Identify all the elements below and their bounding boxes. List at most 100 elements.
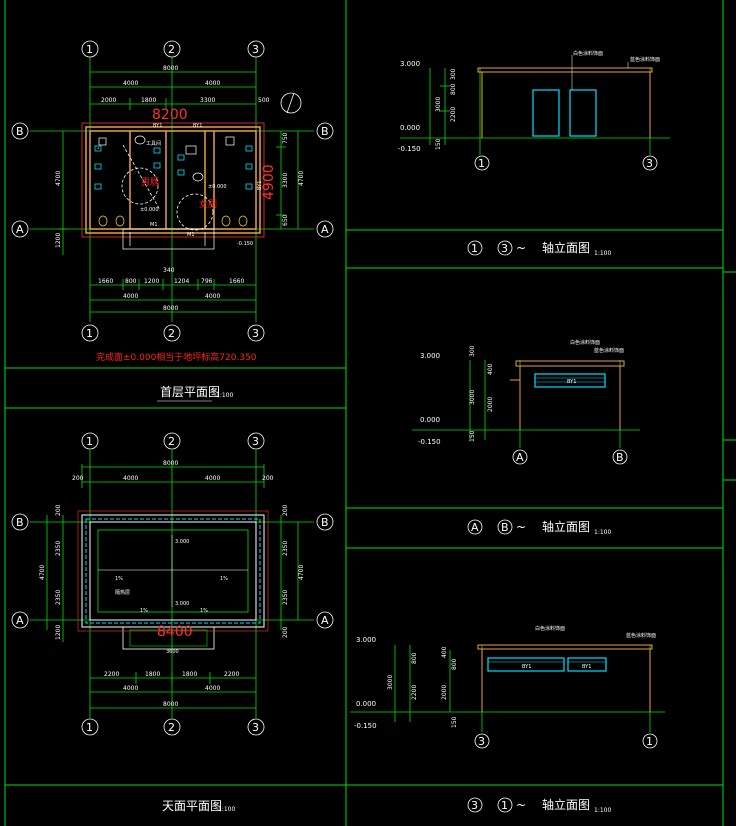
ground-floor-plan: 1 2 3 1 2 3 B A B A bbox=[11, 40, 334, 402]
e3-window-1: BY1 bbox=[522, 664, 531, 670]
roof-dim-200a: 200 bbox=[72, 475, 84, 482]
roof-slope-4: 1% bbox=[200, 608, 208, 614]
gf-room2: 女厕 bbox=[199, 198, 217, 210]
roof-title: 天面平面图 bbox=[162, 799, 222, 813]
e1-dim-150: 150 bbox=[435, 138, 442, 150]
e1-note2: 蓝色涂料饰面 bbox=[630, 56, 660, 63]
axis-A-left: A bbox=[16, 223, 24, 236]
e2-window: BY1 bbox=[567, 379, 576, 385]
roof-label: 隔热层 bbox=[115, 589, 130, 596]
e2-lvl-m015: -0.150 bbox=[418, 438, 441, 446]
e3-dim-3000: 3000 bbox=[387, 675, 394, 690]
roof-axis-A-left: A bbox=[16, 614, 24, 627]
e2-title-sep: ~ bbox=[516, 520, 526, 534]
roof-dim-8000: 8000 bbox=[163, 460, 178, 467]
gf-dim-b4000b: 4000 bbox=[205, 293, 220, 300]
roof-axis-2-top: 2 bbox=[168, 435, 175, 448]
gf-dim-4000a: 4000 bbox=[123, 80, 138, 87]
e1-note1: 白色涂料饰面 bbox=[573, 50, 603, 57]
gf-dim-796: 796 bbox=[201, 278, 213, 285]
roof-axis-A-right: A bbox=[321, 614, 329, 627]
roof-dim-4000a: 4000 bbox=[123, 475, 138, 482]
e1-dim-2200: 2200 bbox=[450, 107, 457, 122]
e2-lvl-3000: 3.000 bbox=[420, 352, 440, 360]
roof-dim-4000b: 4000 bbox=[205, 475, 220, 482]
roof-l-200a: 200 bbox=[55, 504, 62, 516]
gf-lvl015: -0.150 bbox=[237, 241, 253, 247]
e3-window-2: BY1 bbox=[582, 664, 591, 670]
gf-m1a: M1 bbox=[150, 222, 158, 228]
e2-scale: 1:100 bbox=[594, 529, 611, 536]
e1-axis-1: 1 bbox=[478, 157, 485, 170]
roof-dim-3600: 3600 bbox=[166, 649, 179, 655]
roof-axis-1-bottom: 1 bbox=[86, 721, 93, 734]
e2-dim-2000: 2000 bbox=[487, 397, 494, 412]
e1-lvl-0: 0.000 bbox=[400, 124, 420, 132]
gf-dim-1800: 1800 bbox=[141, 97, 156, 104]
e1-scale: 1:100 bbox=[594, 250, 611, 257]
axis-2-top: 2 bbox=[168, 43, 175, 56]
gf-scale: 1:100 bbox=[216, 392, 233, 399]
e3-axis-1: 1 bbox=[646, 735, 653, 748]
e2-dim-3000: 3000 bbox=[469, 390, 476, 405]
roof-r-200b: 200 bbox=[282, 626, 289, 638]
e2-dim-150: 150 bbox=[469, 430, 476, 442]
e2-title-axis-a: A bbox=[471, 521, 479, 534]
gf-lvl0b: ±0.000 bbox=[208, 184, 227, 190]
e3-dim-400: 400 bbox=[441, 646, 448, 658]
e3-lvl-3000: 3.000 bbox=[356, 636, 376, 644]
roof-b-1800b: 1800 bbox=[182, 671, 197, 678]
roof-axis-2-bottom: 2 bbox=[168, 721, 175, 734]
roof-r-200a: 200 bbox=[282, 504, 289, 516]
gf-dim-1204: 1204 bbox=[174, 278, 189, 285]
gf-dim-4000b: 4000 bbox=[205, 80, 220, 87]
gf-dim-4700: 4700 bbox=[55, 171, 62, 186]
roof-r-2350b: 2350 bbox=[282, 590, 289, 605]
gf-dim-1660b: 1660 bbox=[229, 278, 244, 285]
gf-dim-800: 800 bbox=[125, 278, 137, 285]
gf-dim-500: 500 bbox=[258, 97, 270, 104]
e2-note1: 白色涂料饰面 bbox=[570, 339, 600, 346]
axis-3-top: 3 bbox=[252, 43, 259, 56]
roof-l-1200: 1200 bbox=[55, 625, 62, 640]
roof-l-4700: 4700 bbox=[39, 565, 46, 580]
gf-dim-1660a: 1660 bbox=[98, 278, 113, 285]
roof-axis-3-top: 3 bbox=[252, 435, 259, 448]
e2-lvl-0: 0.000 bbox=[420, 416, 440, 424]
elevation-1-3: 1 3 3.000 0.000 -0.150 300 800 3000 2200… bbox=[398, 50, 670, 257]
e3-title-sep: ~ bbox=[516, 798, 526, 812]
gf-dim-3300v: 3300 bbox=[282, 173, 289, 188]
e1-lvl-3000: 3.000 bbox=[400, 60, 420, 68]
roof-axis-3-bottom: 3 bbox=[252, 721, 259, 734]
roof-b-1800a: 1800 bbox=[145, 671, 160, 678]
gf-dim-total: 8000 bbox=[163, 65, 178, 72]
e3-dim-800: 800 bbox=[411, 652, 418, 664]
axis-B-left: B bbox=[16, 125, 24, 138]
roof-scale: 1:100 bbox=[218, 806, 235, 813]
roof-plan: 1 2 3 1 2 3 B A B A 8000 200 4000 4000 2… bbox=[11, 432, 334, 813]
gf-byc3: BY1 bbox=[257, 181, 263, 190]
roof-b-2200b: 2200 bbox=[224, 671, 239, 678]
axis-A-right: A bbox=[321, 223, 329, 236]
e3-scale: 1:100 bbox=[594, 807, 611, 814]
e3-title: 轴立面图 bbox=[542, 797, 590, 812]
roof-r-2350a: 2350 bbox=[282, 541, 289, 556]
gf-dim-b8000: 8000 bbox=[163, 305, 178, 312]
roof-l-2350a: 2350 bbox=[55, 541, 62, 556]
roof-slope-2: 1% bbox=[220, 576, 228, 582]
gf-red-width: 8200 bbox=[152, 107, 188, 123]
roof-slope-1: 1% bbox=[115, 576, 123, 582]
gf-dim-1200b: 1200 bbox=[144, 278, 159, 285]
e1-dim-300: 300 bbox=[450, 68, 457, 80]
e2-title: 轴立面图 bbox=[542, 519, 590, 534]
e3-lvl-m015: -0.150 bbox=[354, 722, 377, 730]
e3-lvl-0: 0.000 bbox=[356, 700, 376, 708]
gf-dim-4700r: 4700 bbox=[298, 171, 305, 186]
elevation-3-1: BY1 BY1 3 1 3.000 0.000 -0.150 800 3000 … bbox=[350, 625, 665, 814]
e2-note2: 蓝色涂料饰面 bbox=[594, 347, 624, 354]
gf-note: 完成面±0.000相当于地坪标高720.350 bbox=[96, 351, 257, 363]
gf-room1: 男厕 bbox=[141, 177, 159, 188]
gf-room3: 工具间 bbox=[146, 140, 161, 147]
axis-B-right: B bbox=[321, 125, 329, 138]
roof-axis-B-left: B bbox=[16, 516, 24, 529]
